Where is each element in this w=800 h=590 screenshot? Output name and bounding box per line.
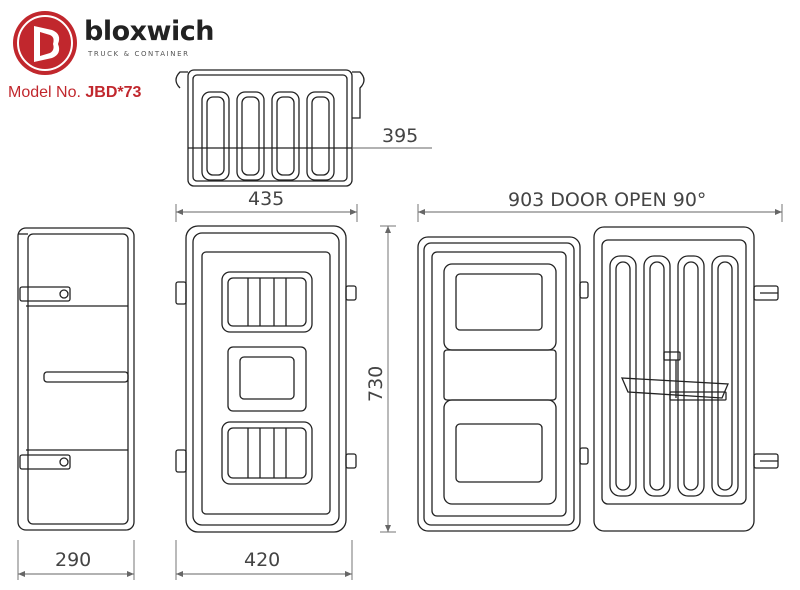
front-view [175, 225, 357, 533]
brand-name: bloxwich [84, 16, 214, 47]
model-code: JBD*73 [85, 84, 142, 101]
dim-side-depth: 290 [55, 549, 91, 571]
open-body-view [417, 236, 589, 532]
top-view [175, 69, 365, 187]
model-number: Model No. JBD*73 [8, 84, 141, 102]
side-view [17, 227, 135, 531]
open-door-view [593, 226, 779, 532]
dim-front-width-bottom: 420 [244, 549, 280, 571]
model-prefix: Model No. [8, 84, 81, 101]
dim-door-open: 903 DOOR OPEN 90° [508, 189, 706, 211]
brand-tagline: TRUCK & CONTAINER [88, 50, 190, 58]
bloxwich-logo-icon [13, 11, 77, 75]
dim-top-depth: 395 [382, 125, 418, 147]
dim-height: 730 [365, 366, 387, 402]
dim-front-width-top: 435 [248, 188, 284, 210]
